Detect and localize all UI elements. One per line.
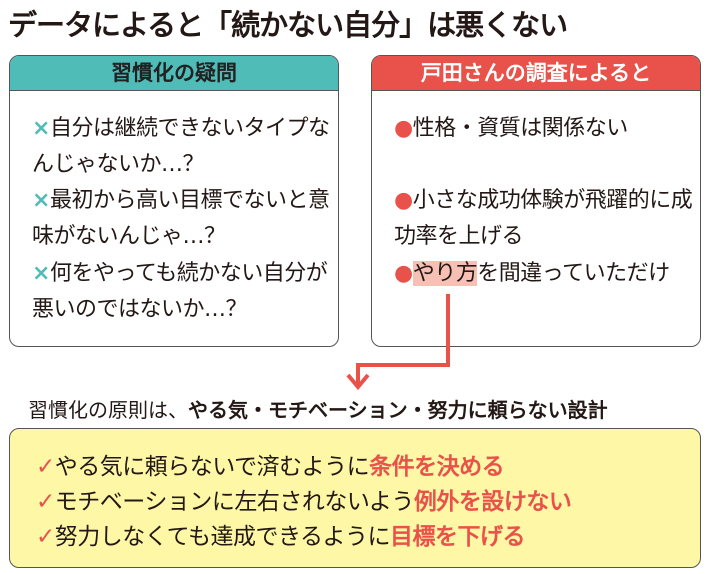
check-icon: ✓ xyxy=(36,489,55,515)
principle-emphasis: やる気・モチベーション・努力に頼らない設計 xyxy=(188,398,608,422)
rule-item: ✓モチベーションに左右されないよう例外を設けない xyxy=(36,482,572,516)
item-text: 自分は継続できないタイプなんじゃないか…？ xyxy=(32,116,330,177)
item-text: 最初から高い目標でないと意味がないんじゃ…？ xyxy=(32,188,330,249)
panel-header: 戸田さんの調査によると xyxy=(372,56,700,91)
check-icon: ✓ xyxy=(36,454,55,480)
rule-emphasis: 条件を決める xyxy=(369,454,505,480)
rule-text: モチベーションに左右されないよう xyxy=(54,489,415,515)
panel-header: 習慣化の疑問 xyxy=(10,56,338,91)
principle-statement: 習慣化の原則は、やる気・モチベーション・努力に頼らない設計 xyxy=(28,394,608,423)
page-title: データによると「続かない自分」は悪くない xyxy=(8,8,568,42)
check-icon: ✓ xyxy=(36,524,55,550)
bullet-icon: ● xyxy=(394,116,413,141)
item-text: 何をやっても続かない自分が悪いのではないか…？ xyxy=(32,261,328,322)
rule-text: 努力しなくても達成できるように xyxy=(54,524,391,550)
item-text: を間違っていただけ xyxy=(477,261,670,286)
list-item: ●小さな成功体験が飛躍的に成功率を上げる xyxy=(394,183,694,255)
rule-emphasis: 目標を下げる xyxy=(389,524,526,550)
rule-item: ✓やる気に頼らないで済むように条件を決める xyxy=(36,447,505,481)
bullet-icon: ● xyxy=(394,188,413,213)
survey-findings-panel: 戸田さんの調査によると ●性格・資質は関係ない ●小さな成功体験が飛躍的に成功率… xyxy=(371,55,701,347)
highlighted-text: やり方 xyxy=(412,261,478,286)
rules-panel: ✓やる気に頼らないで済むように条件を決める ✓モチベーションに左右されないよう例… xyxy=(9,428,701,568)
list-item: ●性格・資質は関係ない xyxy=(394,111,694,147)
bullet-icon: ● xyxy=(394,261,413,286)
rule-emphasis: 例外を設けない xyxy=(413,489,572,515)
item-text: 小さな成功体験が飛躍的に成功率を上げる xyxy=(394,188,693,249)
item-text: 性格・資質は関係ない xyxy=(412,116,629,141)
cross-icon: × xyxy=(32,116,50,141)
rule-text: やる気に頼らないで済むように xyxy=(54,454,370,480)
habit-questions-panel: 習慣化の疑問 ×自分は継続できないタイプなんじゃないか…？ ×最初から高い目標で… xyxy=(9,55,339,347)
list-item: ×何をやっても続かない自分が悪いのではないか…？ xyxy=(32,256,332,328)
rule-item: ✓努力しなくても達成できるように目標を下げる xyxy=(36,517,525,551)
principle-prefix: 習慣化の原則は、 xyxy=(28,398,188,422)
list-item: ●やり方を間違っていただけ xyxy=(394,256,694,292)
cross-icon: × xyxy=(32,188,50,213)
list-item: ×自分は継続できないタイプなんじゃないか…？ xyxy=(32,111,332,183)
list-item: ×最初から高い目標でないと意味がないんじゃ…？ xyxy=(32,183,332,255)
cross-icon: × xyxy=(32,261,50,286)
